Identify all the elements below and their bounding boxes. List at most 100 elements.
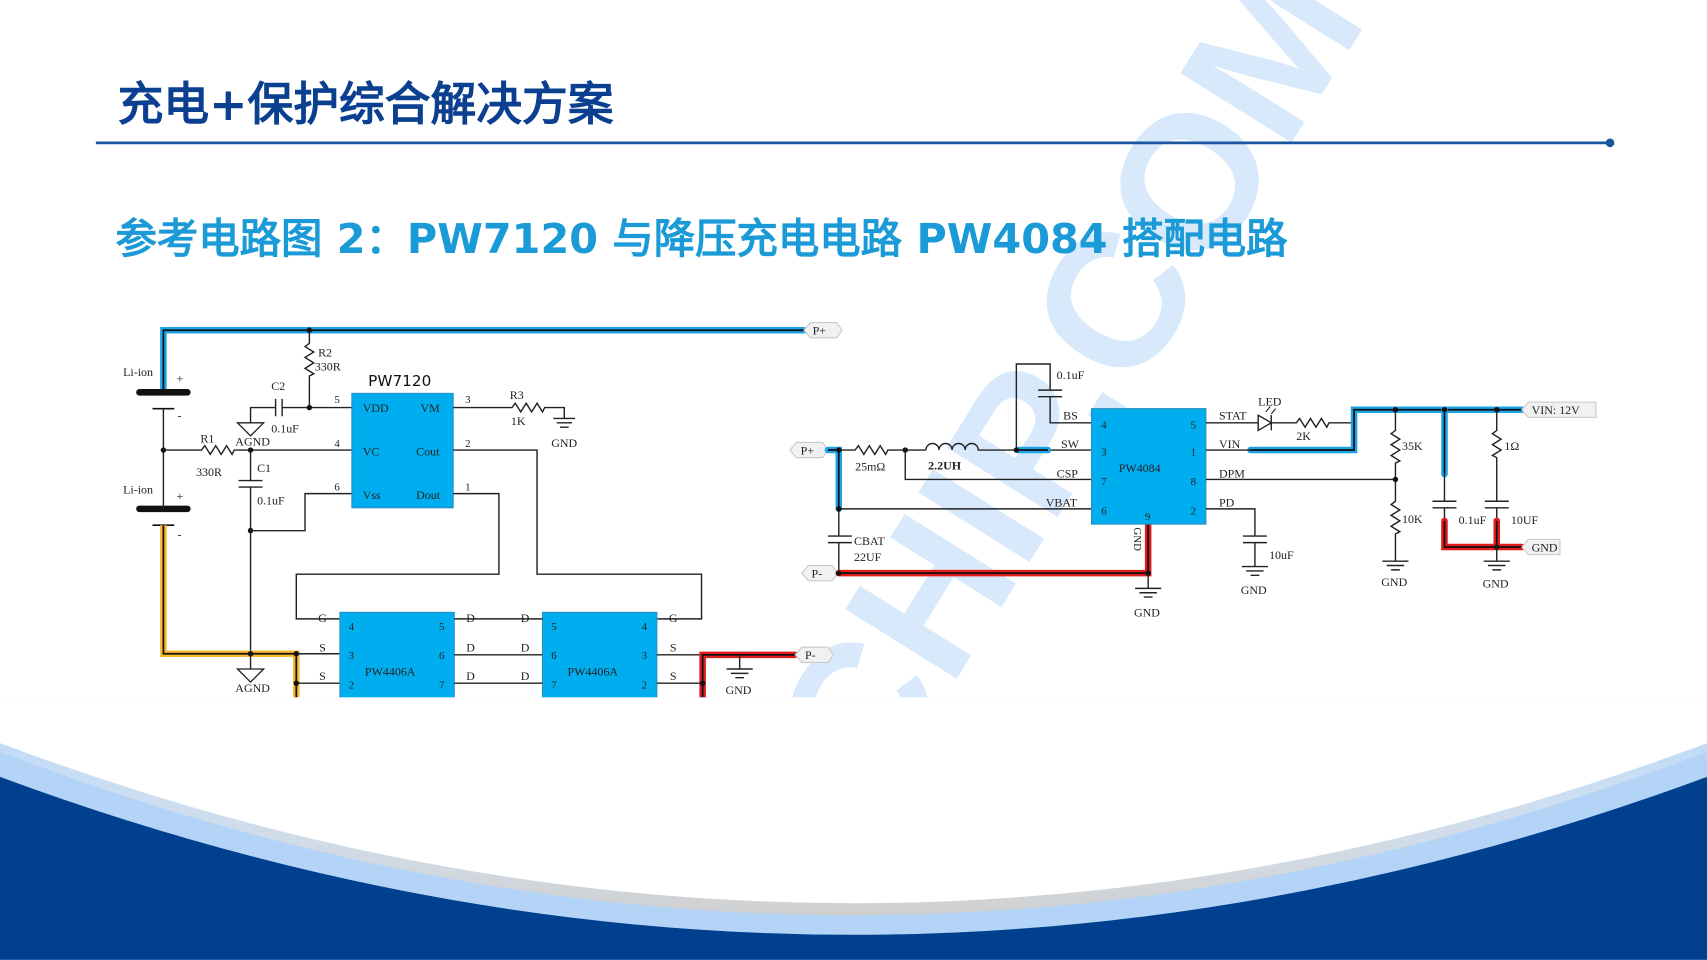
junction-dot — [699, 680, 706, 686]
section-subtitle: 参考电路图 2：PW7120 与降压充电电路 PW4084 搭配电路 — [115, 215, 1288, 263]
schematic-label: 0.1uF — [1459, 513, 1487, 527]
wire — [1015, 363, 1092, 451]
schematic-label: 5 — [551, 621, 557, 633]
schematic-label: GND — [1483, 576, 1509, 590]
wire — [1205, 413, 1355, 432]
schematic-label: 7 — [1101, 476, 1107, 488]
schematic-label: 2K — [1296, 429, 1311, 443]
schematic-label: 6 — [439, 650, 445, 662]
wire — [1250, 408, 1522, 451]
schematic-label: R3 — [510, 388, 524, 402]
junction-dot — [836, 506, 842, 512]
vin-tag: VIN: 12V — [1521, 401, 1597, 418]
schematic-label: 6 — [1101, 505, 1107, 517]
pw7120-chip: PW7120 VDD VC Vss VM Cout Dout 5 4 6 3 2… — [334, 372, 471, 509]
junction-dot — [1392, 476, 1399, 483]
battery-2: Li-ion + - — [123, 483, 191, 541]
schematic-label: 2.2UH — [928, 459, 962, 473]
schematic-label: P+ — [801, 443, 815, 457]
gnd-tag: GND — [1521, 538, 1561, 556]
wire — [904, 450, 1092, 481]
symbol-shape — [235, 422, 266, 437]
junction-dot — [1494, 407, 1500, 413]
schematic-label: VM — [420, 401, 440, 415]
wire — [1483, 546, 1510, 571]
schematic-label: GND — [1381, 575, 1407, 589]
charger-p-minus-tag: P- — [801, 564, 839, 582]
schematic-label: SW — [1061, 437, 1080, 451]
shape — [1090, 408, 1207, 525]
page-title: 充电+保护综合解决方案 — [118, 78, 614, 131]
schematic-label: 1 — [465, 481, 470, 493]
schematic-label: 9 — [1145, 511, 1150, 523]
schematic-label: GND — [1131, 527, 1143, 551]
wire — [303, 330, 316, 408]
schematic-label: 1K — [511, 414, 526, 428]
symbol-shape — [803, 322, 843, 339]
schematic-label: D — [521, 669, 530, 683]
schematic-label: G — [669, 611, 678, 625]
wire — [453, 449, 703, 620]
schematic-label: 2 — [1191, 505, 1196, 517]
schematic-label: GND — [726, 683, 752, 697]
schematic-label: GND — [551, 436, 577, 450]
p-plus-tag: P+ — [803, 322, 843, 339]
schematic-label: + — [176, 489, 183, 503]
wire — [824, 446, 843, 513]
wire — [1265, 406, 1277, 415]
junction-dot — [836, 447, 842, 453]
schematic-label: 5 — [439, 621, 445, 633]
schematic-label: D — [466, 611, 475, 625]
schematic-label: 3 — [1101, 446, 1107, 458]
schematic-label: 7 — [439, 680, 445, 692]
schematic-label: - — [178, 409, 182, 423]
schematic-label: DPM — [1219, 466, 1245, 480]
wire — [160, 326, 808, 396]
schematic-label: BS — [1063, 409, 1078, 423]
schematic-label: D — [466, 641, 475, 655]
schematic-label: 0.1uF — [257, 494, 285, 508]
junction-dot — [836, 570, 842, 576]
schematic-label: GND — [1241, 583, 1267, 597]
schematic-label: P- — [812, 566, 823, 580]
schematic-label: 2 — [642, 680, 647, 692]
schematic-label: 330R — [196, 465, 222, 479]
charger-p-plus-tag: P+ — [789, 441, 829, 459]
schematic-label: 25mΩ — [855, 460, 885, 474]
junction-dot — [306, 404, 313, 411]
wire — [1205, 508, 1268, 577]
schematic-label: VDD — [363, 401, 389, 415]
symbol-shape — [794, 646, 835, 664]
schematic-label: 3 — [465, 394, 471, 406]
schematic-label: PW4406A — [568, 665, 619, 679]
junction-dot — [293, 651, 300, 657]
schematic-label: R2 — [318, 345, 332, 359]
wire — [162, 525, 298, 713]
schematic-label: D — [521, 641, 530, 655]
schematic-label: + — [176, 372, 183, 386]
wire — [160, 525, 300, 713]
charger-schematic: P+ P- 25mΩ 2.2UH CBAT 22UF 0.1uF GND — [789, 363, 1597, 620]
schematic-label: CBAT — [854, 534, 885, 548]
junction-dot — [293, 680, 300, 686]
schematic-label: S — [670, 669, 677, 683]
schematic-label: AGND — [235, 435, 270, 449]
schematic-label: LED — [1258, 394, 1282, 408]
wire — [1484, 409, 1509, 521]
drain-labels: D D D D D D D D — [466, 611, 529, 712]
schematic-label: Vss — [363, 488, 381, 502]
schematic-label: 22UF — [854, 550, 882, 564]
schematic-label: 4 — [349, 621, 355, 633]
wire — [453, 401, 576, 428]
schematic-label: 4 — [642, 621, 648, 633]
schematic-label: Li-ion — [123, 365, 153, 379]
schematic-label: C1 — [257, 461, 271, 475]
schematic-label: 5 — [1191, 419, 1197, 431]
divider-dot — [1605, 138, 1615, 148]
junction-dot — [247, 651, 254, 657]
wire — [0, 697, 1707, 904]
symbol-shape — [1521, 538, 1561, 556]
junction-dot — [1392, 407, 1399, 413]
wire — [827, 508, 1092, 574]
